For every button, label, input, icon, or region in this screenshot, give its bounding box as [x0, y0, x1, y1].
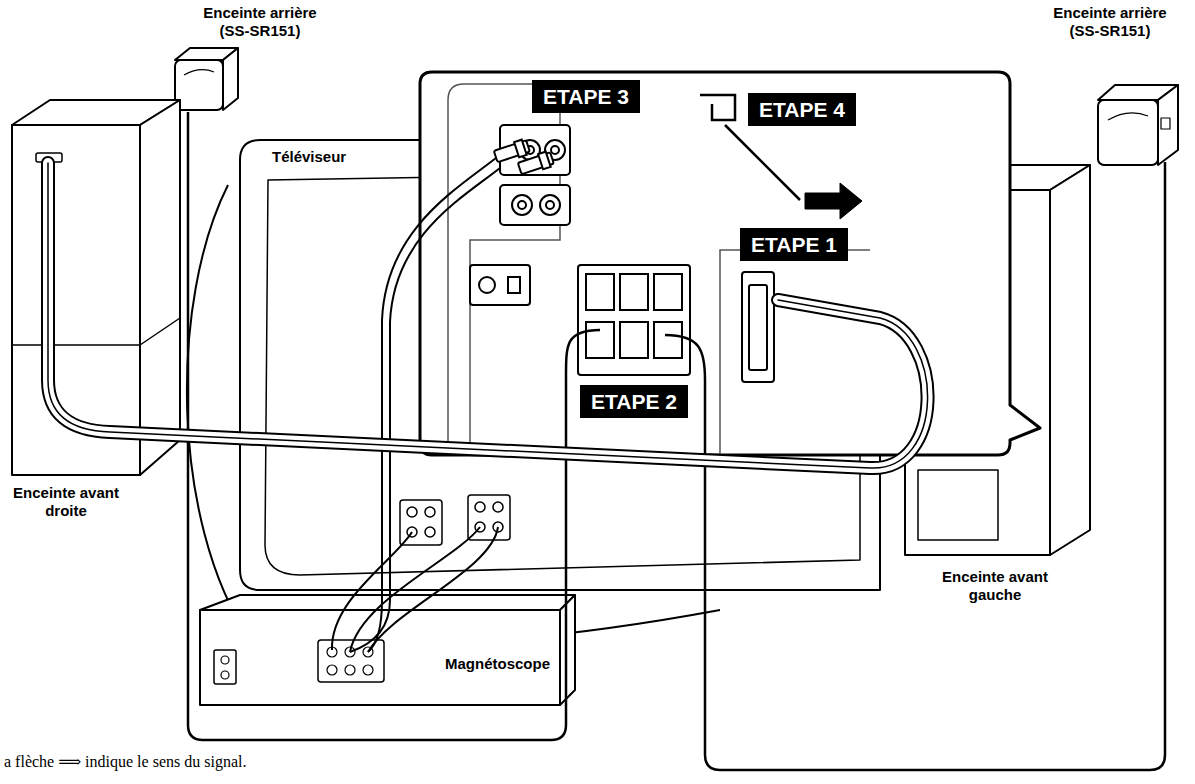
- av-cable: [368, 158, 496, 652]
- signal-arrow: [805, 183, 862, 219]
- av-jacks: [540, 195, 560, 215]
- ribbon-cable: [48, 163, 928, 468]
- rear-speaker: [1108, 113, 1148, 120]
- vcr: [327, 665, 337, 675]
- speaker-label: Enceinte arrière (SS-SR151): [190, 4, 330, 40]
- rear-speaker: [175, 60, 223, 110]
- node-text: Magnétoscope: [445, 655, 550, 673]
- av-jacks: [500, 185, 570, 225]
- rear-speaker: [1098, 85, 1178, 165]
- front-speaker: [12, 318, 180, 345]
- av-jacks: [551, 146, 559, 154]
- speaker-connector: [742, 272, 774, 382]
- node-text: ETAPE 3: [543, 84, 629, 109]
- speaker-label: Enceinte avant gauche: [930, 568, 1060, 604]
- antenna-socket: [479, 277, 495, 293]
- rca-plug: [518, 152, 554, 174]
- speaker-terminals: [586, 322, 614, 358]
- vcr: [221, 656, 229, 664]
- tv-jack-panel: [407, 507, 417, 517]
- antenna: [700, 95, 735, 120]
- ribbon-cable: [48, 163, 928, 468]
- speaker-terminals: [578, 265, 690, 375]
- speaker-connector: [742, 272, 774, 382]
- av-jacks: [512, 195, 532, 215]
- av-cable: [350, 168, 500, 652]
- front-speaker: [918, 470, 998, 540]
- rear-speaker: [1161, 118, 1170, 129]
- detail-inset: [420, 72, 1040, 455]
- caption: a flèche ⟹ indique le sens du signal.: [4, 752, 246, 772]
- rear-speaker: [223, 48, 238, 110]
- front-speaker: [140, 100, 180, 475]
- vcr: [200, 595, 575, 610]
- ribbon-cable: [48, 163, 928, 468]
- node-text: ETAPE 4: [759, 97, 845, 122]
- antenna-socket: [470, 265, 530, 305]
- node-text: Enceinte avant droite: [6, 484, 126, 520]
- rear-speaker: [1098, 100, 1158, 165]
- speaker-label: Enceinte avant droite: [6, 484, 126, 520]
- rear-speaker: [1158, 85, 1178, 165]
- av-cable: [350, 158, 500, 652]
- speaker-label: Enceinte arrière (SS-SR151): [1040, 4, 1180, 40]
- step-tag: ETAPE 1: [740, 228, 848, 261]
- signal-arrow: [805, 183, 862, 219]
- ribbon-cable: [48, 163, 928, 468]
- tv-rear-panel: [720, 250, 870, 455]
- rear-speaker-wire: [188, 112, 600, 740]
- speaker-terminals: [620, 274, 648, 310]
- tv-jack-panel: [475, 502, 485, 512]
- vcr-label: Magnétoscope: [445, 655, 550, 673]
- node-text: Téléviseur: [272, 148, 346, 166]
- tv-jack-panel: [400, 495, 510, 545]
- tv-label: Téléviseur: [272, 148, 346, 166]
- detail-inset: [420, 72, 1040, 455]
- front-speaker: [1050, 165, 1090, 555]
- tv-jack-panel: [425, 527, 435, 537]
- speaker-connector: [749, 285, 767, 370]
- vcr-tv-cable: [350, 527, 480, 652]
- vcr-tv-cable: [332, 532, 412, 650]
- vcr: [363, 665, 373, 675]
- node-text: Enceinte arrière (SS-SR151): [190, 4, 330, 40]
- step-tag: ETAPE 3: [532, 80, 640, 113]
- av-jacks: [518, 201, 526, 209]
- rca-plug: [514, 140, 527, 158]
- front-speaker: [12, 100, 180, 475]
- node-text: Enceinte avant gauche: [930, 568, 1060, 604]
- node-text: ETAPE 1: [751, 232, 837, 257]
- rear-speaker: [184, 70, 214, 75]
- step-tag: ETAPE 2: [580, 385, 688, 418]
- speaker-terminals: [654, 322, 682, 358]
- node-text: Enceinte arrière (SS-SR151): [1040, 4, 1180, 40]
- antenna-socket: [470, 265, 530, 305]
- rca-plug: [493, 138, 554, 176]
- speaker-terminals: [586, 274, 614, 310]
- speaker-terminals: [654, 274, 682, 310]
- antenna: [725, 125, 800, 200]
- rear-speaker: [175, 48, 238, 110]
- tv-rear-panel: [448, 84, 870, 455]
- vcr-tv-cable: [332, 527, 498, 652]
- vcr: [214, 650, 236, 684]
- vcr: [560, 595, 575, 705]
- av-jacks: [500, 125, 570, 225]
- speaker-terminals: [578, 265, 690, 375]
- vcr-tv-cable: [368, 527, 498, 652]
- step-tag: ETAPE 4: [748, 93, 856, 126]
- tv-jack-panel: [493, 502, 503, 512]
- rca-plug: [517, 150, 554, 176]
- rca-plug: [538, 152, 551, 170]
- rca-plug: [494, 140, 530, 162]
- vcr: [345, 665, 355, 675]
- antenna-socket: [508, 277, 520, 293]
- vcr: [200, 595, 575, 705]
- node-text: ETAPE 2: [591, 389, 677, 414]
- tv-jack-panel: [425, 507, 435, 517]
- speaker-terminals: [620, 322, 648, 358]
- av-jacks: [546, 201, 554, 209]
- vcr: [221, 671, 229, 679]
